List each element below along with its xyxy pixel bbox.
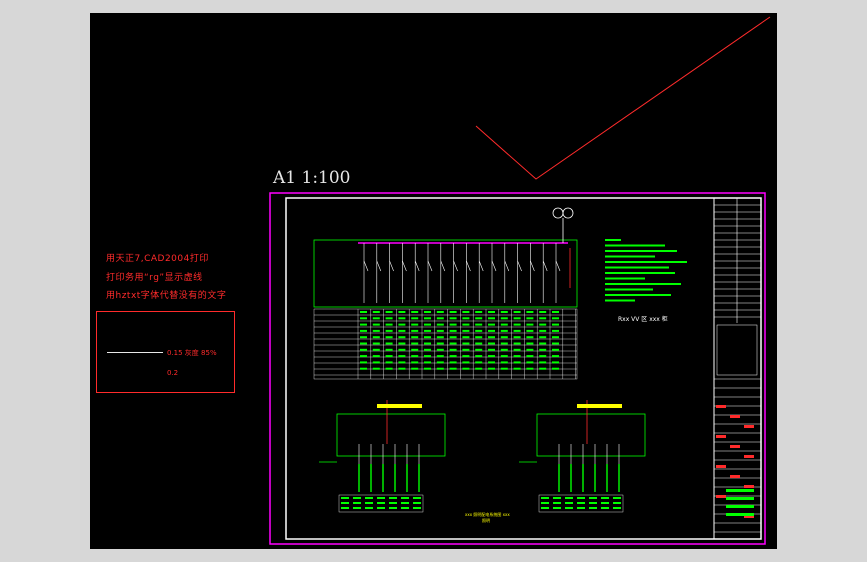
legend-text-1: 0.15 灰度 85% [167,349,217,357]
title-block[interactable] [713,197,762,540]
sub-panel-diagrams[interactable] [319,400,646,513]
note-line-3[interactable]: 用hztxt字体代替没有的文字 [106,291,227,301]
cad-drawing-canvas[interactable] [90,13,777,549]
red-polyline[interactable] [475,16,771,180]
sheet-frame[interactable] [269,192,766,545]
main-panel-diagram[interactable] [313,207,578,380]
legend-sample-line [107,352,163,353]
drawing-border[interactable] [285,197,762,540]
panel-title: Rxx VV 区 xxx 柜 [618,316,668,323]
legend-text-2: 0.2 [167,369,179,377]
note-line-1[interactable]: 用天正7,CAD2004打印 [106,254,209,264]
note-line-2[interactable]: 打印务用“rg”显示虚线 [106,273,203,283]
sub-caption-2: 照明 [482,518,490,523]
line-weight-legend[interactable]: 0.15 灰度 85% 0.2 [96,311,235,393]
cad-viewport[interactable]: A1 1:100 用天正7,CAD2004打印 打印务用“rg”显示虚线 用hz… [90,13,777,549]
sub-caption: xxx 照明配电系统图 xxx [465,512,510,517]
scale-label: A1 1:100 [273,168,351,188]
notes-block[interactable] [605,239,687,302]
